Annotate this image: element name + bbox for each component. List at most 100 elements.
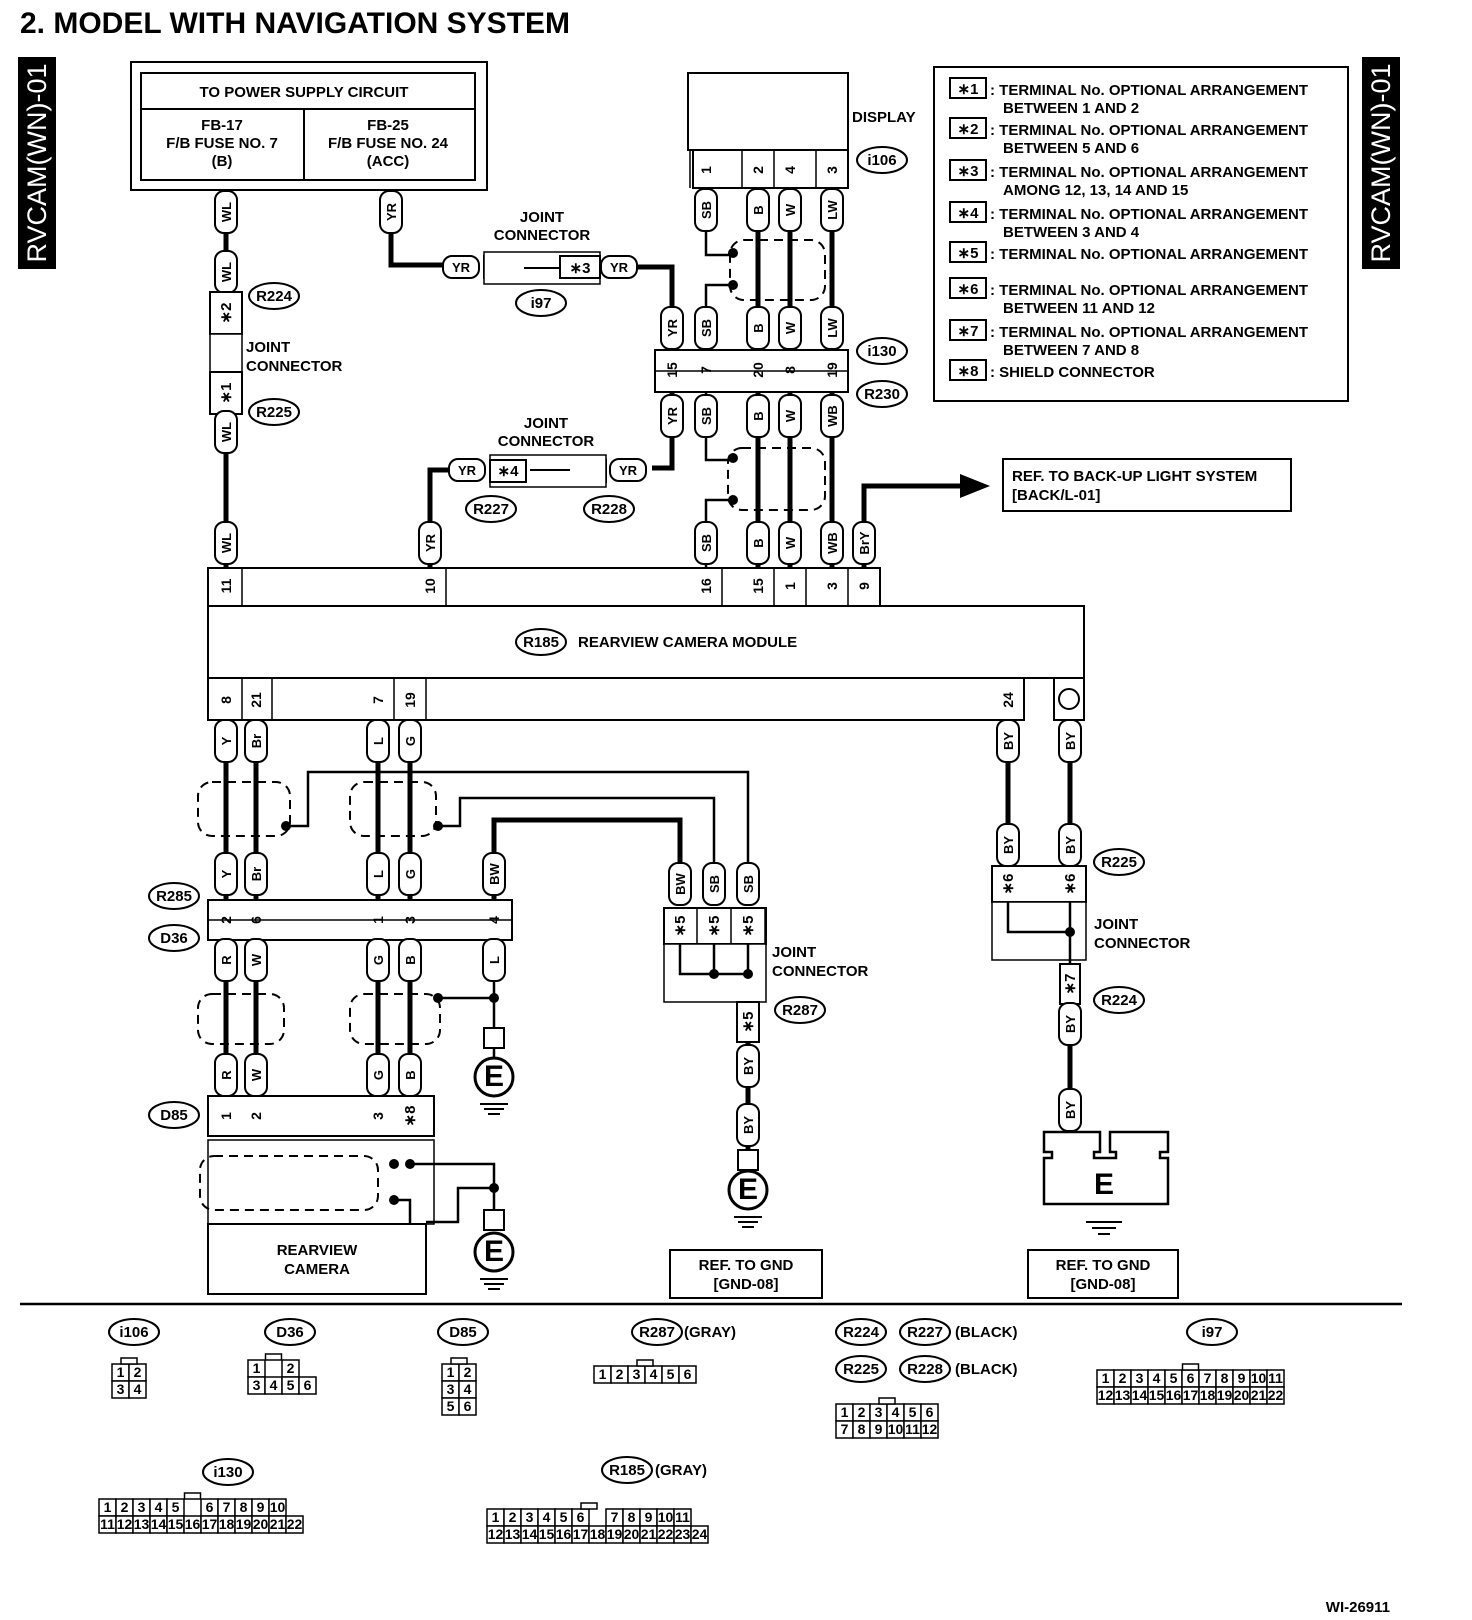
ground-symbol <box>473 1231 515 1273</box>
gnd-ref-text: [GND-08] <box>1070 1276 1135 1293</box>
camera-label: CAMERA <box>284 1261 350 1278</box>
connector-id-i130: i130 <box>213 1464 242 1481</box>
color-note: (GRAY) <box>684 1324 736 1341</box>
pin-number: 1 <box>698 166 714 174</box>
legend-box <box>933 66 1349 402</box>
terminal-number: 6 <box>304 1377 312 1393</box>
wire-color-label: BY <box>1001 732 1016 750</box>
wire-color-label: G <box>403 736 418 746</box>
wire-color-tag <box>482 938 506 982</box>
joint-connector-label: CONNECTOR <box>494 227 591 244</box>
terminal-number: 19 <box>1217 1387 1233 1403</box>
wire-color-label: BY <box>741 1057 756 1075</box>
terminal-number: 21 <box>641 1526 657 1542</box>
wire-color-label: R <box>219 955 234 965</box>
wire-color-label: BY <box>1063 1015 1078 1033</box>
connector-id-oval <box>899 1355 951 1383</box>
shield-loop <box>349 993 441 1045</box>
connector-id-i97: i97 <box>1202 1324 1223 1341</box>
camera-harness <box>207 1139 435 1225</box>
pin-number: 3 <box>824 166 840 174</box>
terminal-number: 1 <box>253 1360 261 1376</box>
wire-color-label: W <box>249 953 264 966</box>
wire-color-tag <box>702 862 726 906</box>
terminal-number: 14 <box>522 1526 538 1542</box>
color-note: (BLACK) <box>955 1324 1017 1341</box>
joint-connector-label: JOINT <box>520 209 564 226</box>
terminal-cell <box>128 1380 147 1399</box>
joint-connector-label: CONNECTOR <box>246 358 343 375</box>
terminal-number: 8 <box>628 1509 636 1525</box>
terminal-number: 13 <box>134 1516 150 1532</box>
terminal-number: 24 <box>692 1526 708 1542</box>
legend-mark-box <box>949 117 987 139</box>
legend-text: : TERMINAL No. OPTIONAL ARRANGEMENT <box>990 164 1308 181</box>
junction-dot <box>728 453 738 463</box>
wire-color-tag <box>214 719 238 763</box>
wire-color-tag <box>736 1044 760 1088</box>
connector-id-oval <box>631 1318 683 1346</box>
terminal-number: 3 <box>1136 1370 1144 1386</box>
terminal-number: 7 <box>223 1499 231 1515</box>
rearview-camera-module <box>207 605 1085 679</box>
wire-color-label: BrY <box>857 531 872 554</box>
pin-number: 7 <box>370 696 386 704</box>
terminal-number: 15 <box>1149 1387 1165 1403</box>
joint-bar-box <box>209 333 243 373</box>
wire <box>394 1198 412 1224</box>
joint-connector-label: CONNECTOR <box>498 433 595 450</box>
wire <box>426 1186 494 1224</box>
star-mark: ∗5 <box>740 1012 757 1033</box>
wire-color-label: YR <box>610 260 629 275</box>
joint-pin <box>489 459 527 483</box>
wire-color-label: B <box>403 955 418 964</box>
connector-latch <box>878 1397 896 1405</box>
junction-dot <box>709 969 719 979</box>
legend-mark: ∗1 <box>958 81 979 98</box>
wire-color-label: YR <box>619 463 638 478</box>
junction-dot <box>489 993 499 1003</box>
wire-color-tag <box>609 458 647 482</box>
gnd-ref-box-right <box>1027 1249 1179 1299</box>
legend-mark-box <box>949 319 987 341</box>
connector-id-oval <box>856 146 908 174</box>
connector-id-oval <box>465 495 517 523</box>
shield-terminal <box>1058 688 1080 710</box>
wire-color-label: Br <box>249 734 264 748</box>
page-title: 2. MODEL WITH NAVIGATION SYSTEM <box>20 7 570 40</box>
connector-id-oval <box>856 380 908 408</box>
legend-text-2: BETWEEN 5 AND 6 <box>1003 140 1139 157</box>
terminal-number: 20 <box>624 1526 640 1542</box>
joint-bus <box>1006 902 1070 934</box>
joint-connector-label: JOINT <box>772 944 816 961</box>
pin-number: 8 <box>782 366 798 374</box>
pin-number: 19 <box>824 362 840 378</box>
wire-color-tag <box>736 862 760 906</box>
camera-label: REARVIEW <box>277 1242 358 1259</box>
pin-number: 15 <box>750 578 766 594</box>
terminal-number: 3 <box>447 1381 455 1397</box>
wire-color-tag <box>418 521 442 565</box>
wire-color-tag <box>852 521 876 565</box>
wire-color-tag <box>398 852 422 896</box>
connector-latch <box>120 1357 138 1365</box>
connector-id-i106: i106 <box>119 1324 148 1341</box>
terminal-number: 6 <box>464 1398 472 1414</box>
connector-id-r225: R225 <box>256 404 292 421</box>
connector-id-r227: R227 <box>907 1324 943 1341</box>
pin-number: 2 <box>248 1112 264 1120</box>
terminal-number: 2 <box>616 1366 624 1382</box>
r287-joint <box>663 907 767 945</box>
terminal-number: 2 <box>121 1499 129 1515</box>
terminal-number: 6 <box>926 1404 934 1420</box>
connector-id-oval <box>835 1355 887 1383</box>
terminal-number: 5 <box>909 1404 917 1420</box>
wire-color-tag <box>398 938 422 982</box>
terminal-number: 7 <box>1204 1370 1212 1386</box>
terminal-number: 11 <box>1268 1370 1283 1386</box>
wire-color-label: B <box>751 323 766 332</box>
